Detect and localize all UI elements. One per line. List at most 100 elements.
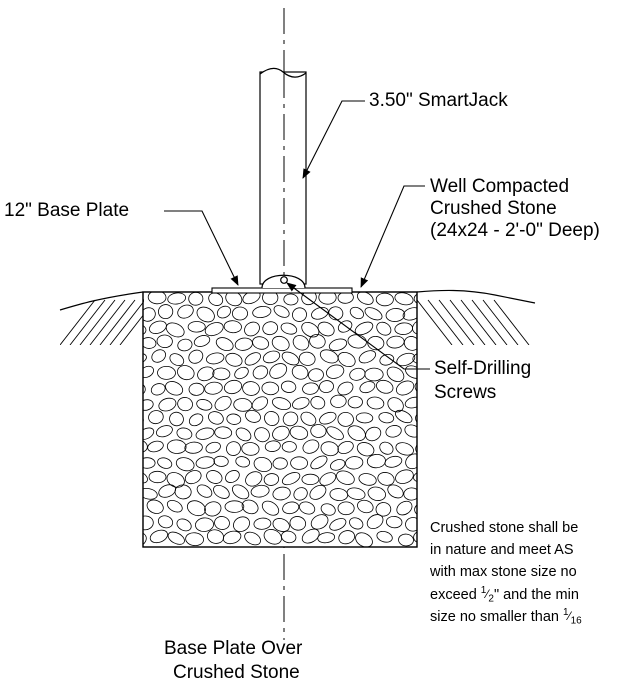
stone xyxy=(244,352,261,366)
stone xyxy=(169,353,185,367)
stone xyxy=(319,472,337,486)
stone xyxy=(395,380,415,396)
stone xyxy=(262,292,279,306)
note-line5: size no smaller than 1⁄16 xyxy=(430,605,582,628)
stone xyxy=(359,381,376,394)
stone xyxy=(253,517,272,530)
stone xyxy=(337,411,354,427)
stone xyxy=(149,320,167,334)
stone xyxy=(208,292,224,306)
stone xyxy=(414,381,417,397)
stone xyxy=(405,517,417,532)
stone xyxy=(223,320,242,334)
post-break-line xyxy=(259,67,307,78)
leader-screws xyxy=(286,282,430,370)
stone xyxy=(143,382,146,397)
stone xyxy=(225,470,240,483)
stone xyxy=(289,516,307,531)
stone xyxy=(292,397,310,410)
stone xyxy=(387,397,404,413)
stone xyxy=(354,321,374,336)
stone xyxy=(395,469,414,484)
stone xyxy=(377,472,395,486)
stone xyxy=(299,501,316,515)
stone xyxy=(310,396,326,410)
stone xyxy=(385,425,402,438)
stone xyxy=(245,471,263,487)
stone xyxy=(155,425,173,438)
stone xyxy=(318,292,337,305)
stone xyxy=(413,529,417,544)
stone xyxy=(234,366,249,380)
stone xyxy=(355,532,373,547)
stone xyxy=(143,307,156,322)
stone xyxy=(167,292,187,305)
stone xyxy=(177,397,193,412)
stone xyxy=(404,424,417,438)
stone xyxy=(404,396,417,409)
stone xyxy=(254,427,270,443)
stone xyxy=(290,456,308,470)
stone xyxy=(205,441,221,454)
stone xyxy=(241,442,260,456)
stone xyxy=(143,399,154,411)
stone xyxy=(226,441,241,456)
stone xyxy=(187,321,206,333)
stone xyxy=(250,484,270,498)
label-screws-line2: Screws xyxy=(434,382,497,403)
stone xyxy=(386,335,405,349)
stone xyxy=(396,352,416,367)
stone xyxy=(320,503,336,516)
stone xyxy=(196,484,213,498)
stone xyxy=(148,410,164,425)
caption-line2: Crushed Stone xyxy=(173,662,300,683)
label-crushed-stone-line1: Well Compacted xyxy=(430,176,570,197)
stone xyxy=(310,424,327,438)
stone xyxy=(195,427,215,440)
stone xyxy=(337,351,356,368)
stone xyxy=(143,352,147,365)
stone xyxy=(414,502,417,517)
stone xyxy=(365,426,382,442)
stone xyxy=(262,350,281,364)
stone xyxy=(143,337,157,349)
stone xyxy=(282,501,300,515)
stone xyxy=(147,440,164,453)
stone xyxy=(212,367,231,381)
stone xyxy=(375,379,394,394)
note-line3: with max stone size no xyxy=(430,564,577,580)
stone xyxy=(263,473,280,486)
stone xyxy=(300,411,317,426)
stone xyxy=(273,305,290,318)
screw-head xyxy=(280,276,288,284)
stone xyxy=(224,500,245,513)
stone xyxy=(143,293,144,306)
stone xyxy=(157,365,176,380)
stone xyxy=(166,472,185,488)
stone xyxy=(357,499,374,514)
stone xyxy=(330,459,346,471)
stone xyxy=(272,425,290,441)
stone xyxy=(158,397,177,412)
stone xyxy=(309,334,326,349)
stone xyxy=(311,306,329,320)
stone xyxy=(271,397,292,411)
stone xyxy=(394,292,414,306)
stone xyxy=(147,292,167,305)
stone xyxy=(395,442,414,456)
stone xyxy=(175,457,195,472)
stone xyxy=(338,530,356,545)
stone xyxy=(415,412,417,427)
stone xyxy=(213,455,229,467)
stone xyxy=(177,338,193,352)
base-plate xyxy=(211,287,353,294)
stone xyxy=(413,292,417,305)
soil-hatch-right xyxy=(417,299,530,345)
stone xyxy=(271,335,290,352)
stone xyxy=(206,470,223,484)
note-line1: Crushed stone shall be xyxy=(430,520,579,536)
stone xyxy=(214,395,232,412)
stone xyxy=(376,321,392,336)
stone xyxy=(235,456,251,468)
stone xyxy=(317,321,335,337)
